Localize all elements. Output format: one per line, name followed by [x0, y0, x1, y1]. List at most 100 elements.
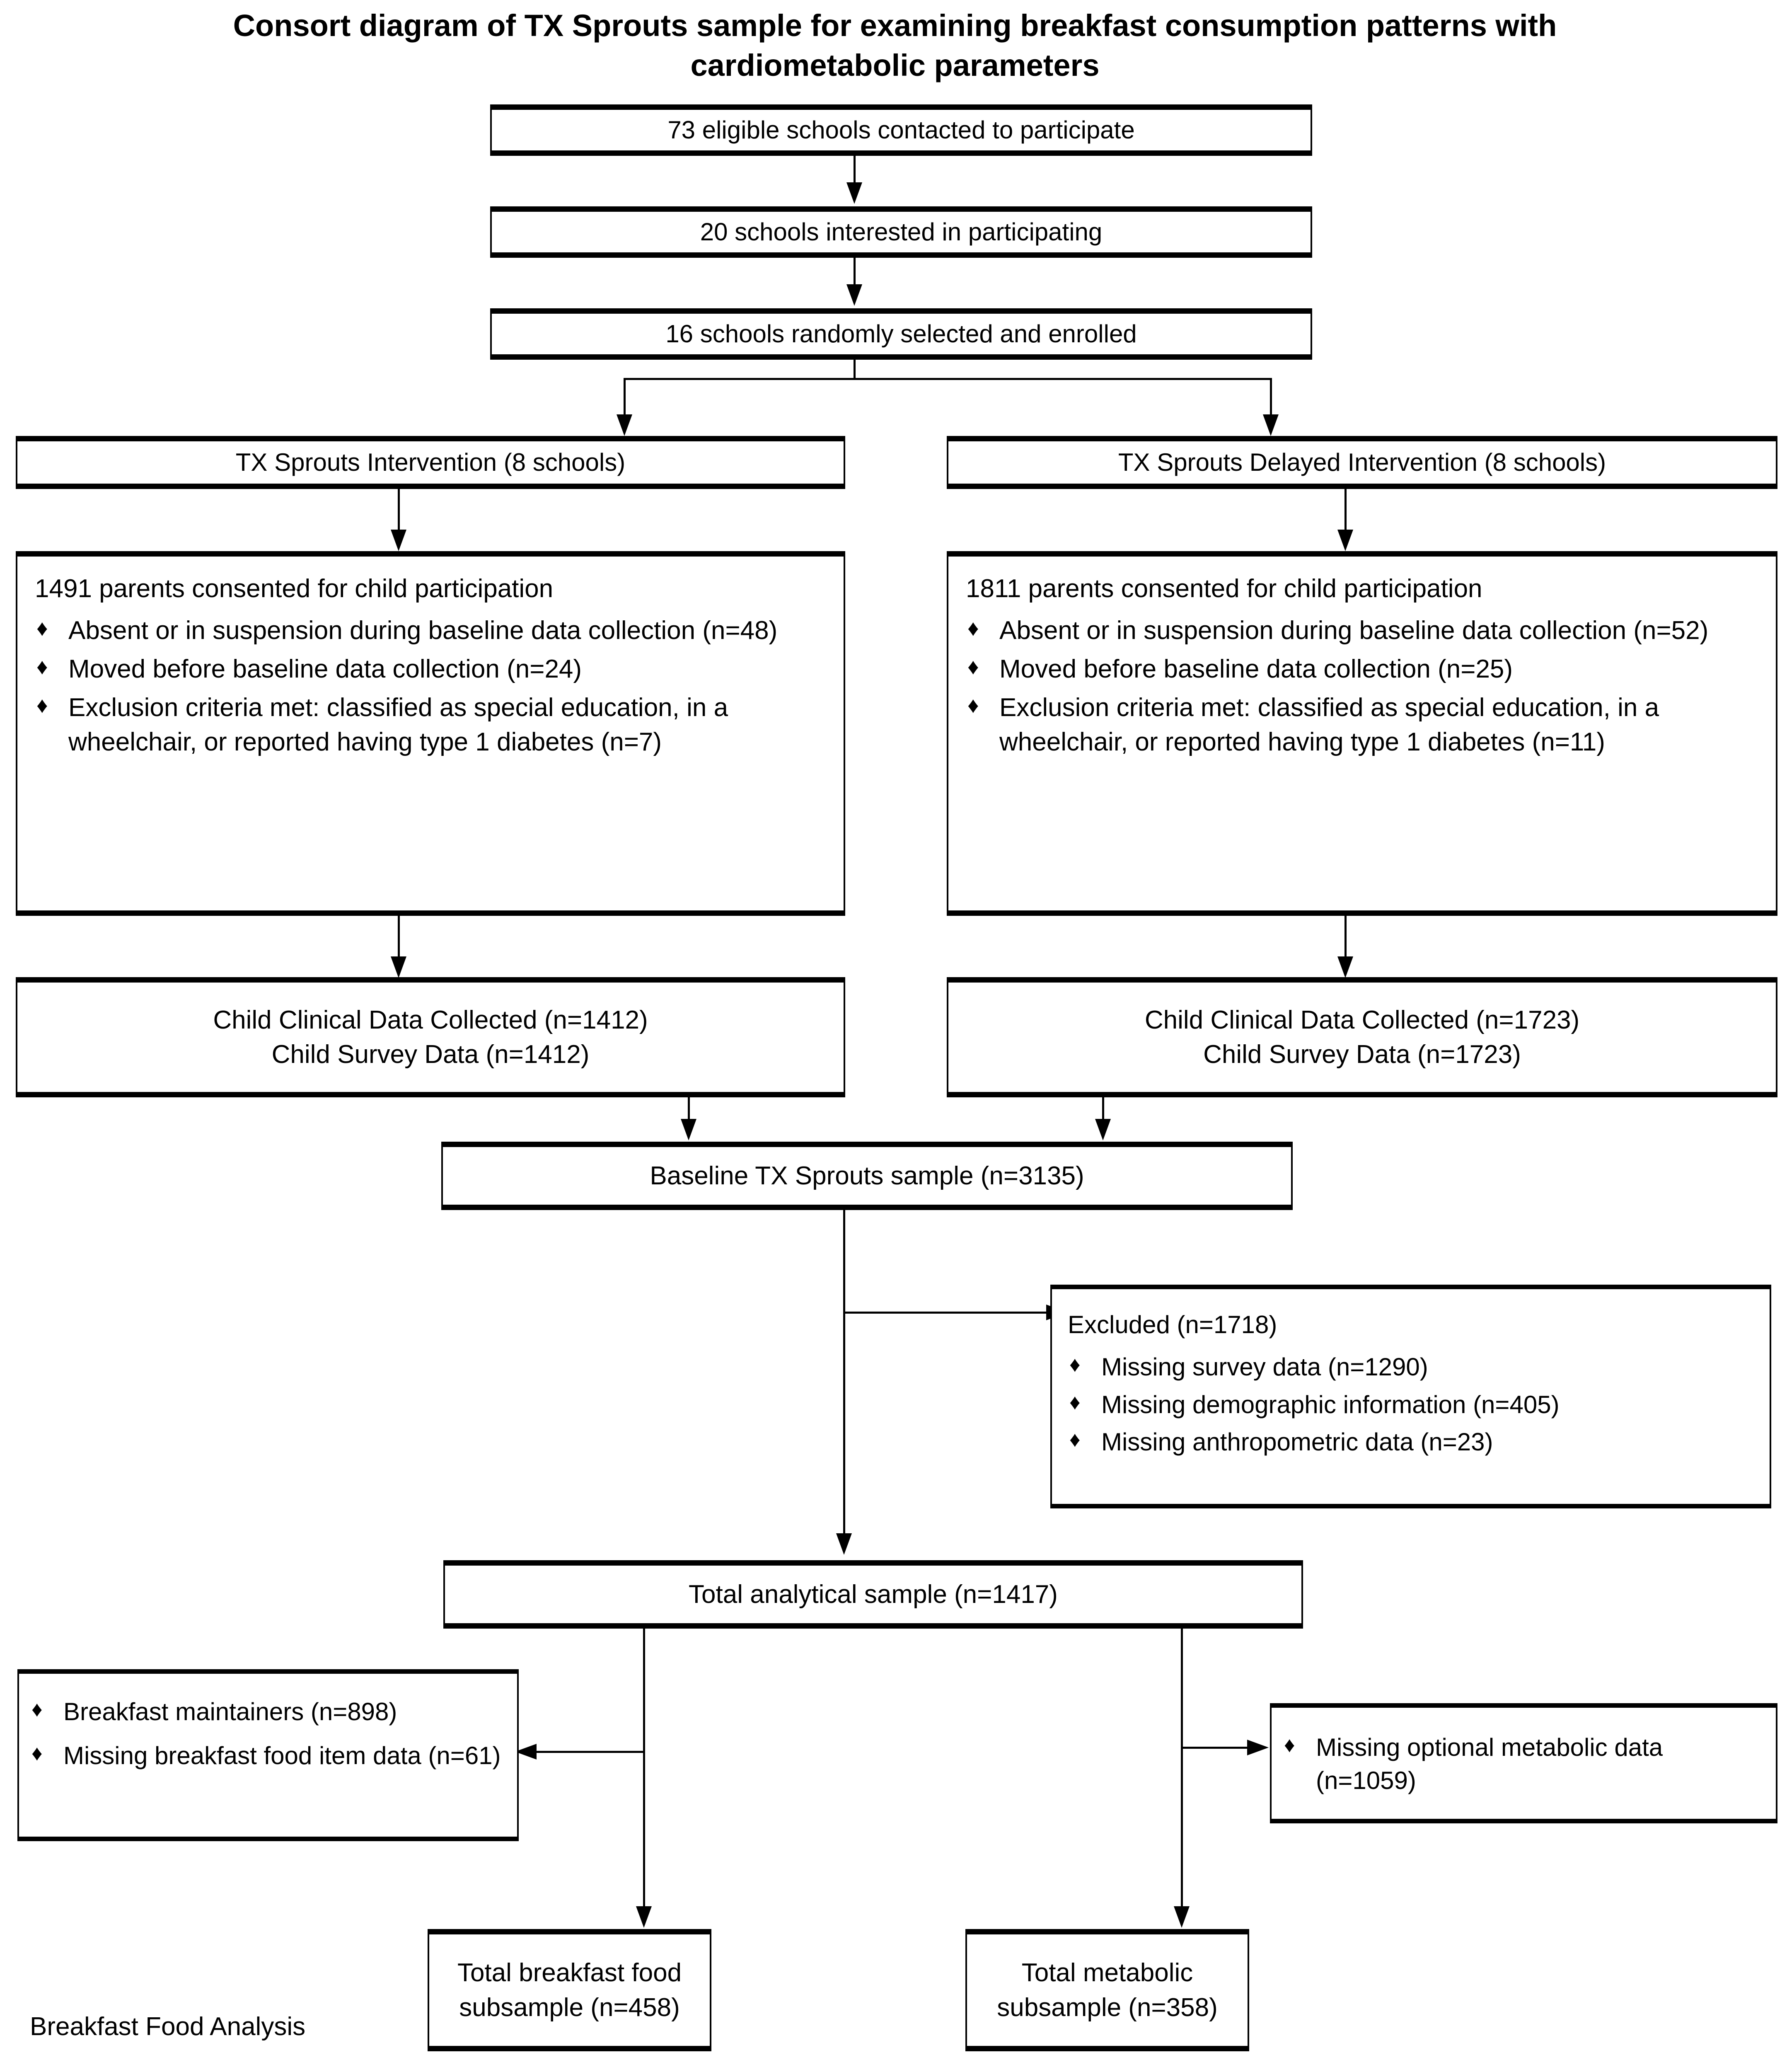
node-schools-interested: 20 schools interested in participating [490, 206, 1312, 258]
arrowhead-down-contacted [846, 182, 862, 204]
list-item-label: Missing optional metabolic data (n=1059) [1316, 1733, 1663, 1795]
node-schools-enrolled: 16 schools randomly selected and enrolle… [490, 308, 1312, 360]
breakfast-side-bullet-list: ♦ Breakfast maintainers (n=898) ♦ Missin… [24, 1695, 508, 1773]
list-item: ♦ Missing optional metabolic data (n=105… [1277, 1731, 1767, 1798]
node-metabolic-subsample-line-2: subsample (n=358) [997, 1993, 1218, 2022]
list-item: ♦ Moved before baseline data collection … [29, 652, 832, 686]
node-clinical-right: Child Clinical Data Collected (n=1723) C… [947, 977, 1777, 1097]
arrowhead-down-breakfast-subsample [636, 1906, 652, 1928]
node-clinical-right-line-2: Child Survey Data (n=1723) [1203, 1040, 1521, 1069]
connector-contacted-to-interested [854, 156, 856, 188]
node-excluded-heading: Excluded (n=1718) [1068, 1311, 1277, 1339]
connector-right-consent-to-clinical [1344, 916, 1347, 961]
node-consent-left-heading: 1491 parents consented for child partici… [35, 574, 554, 603]
connector-right-clinical-to-baseline [1102, 1097, 1104, 1122]
diamond-bullet-icon: ♦ [967, 654, 979, 680]
arrowhead-down-right-arm [1263, 414, 1279, 436]
node-breakfast-subsample-line-1: Total breakfast food [457, 1958, 682, 1987]
list-item-label: Breakfast maintainers (n=898) [63, 1698, 397, 1726]
diamond-bullet-icon: ♦ [36, 693, 48, 718]
node-schools-enrolled-label: 16 schools randomly selected and enrolle… [665, 320, 1137, 348]
node-total-analytical: Total analytical sample (n=1417) [443, 1560, 1303, 1629]
connector-enrolled-to-left-arm [624, 378, 626, 419]
diamond-bullet-icon: ♦ [31, 1697, 43, 1721]
node-metabolic-subsample: Total metabolic subsample (n=358) [965, 1929, 1249, 2051]
diamond-bullet-icon: ♦ [967, 616, 979, 641]
diamond-bullet-icon: ♦ [1069, 1353, 1081, 1377]
list-item: ♦ Exclusion criteria met: classified as … [960, 690, 1764, 759]
connector-enrolled-to-right-arm [1270, 378, 1272, 419]
diamond-bullet-icon: ♦ [36, 654, 48, 680]
node-clinical-left-line-2: Child Survey Data (n=1412) [271, 1040, 590, 1069]
diamond-bullet-icon: ♦ [31, 1741, 43, 1766]
diamond-bullet-icon: ♦ [36, 616, 48, 641]
list-item-label: Missing anthropometric data (n=23) [1101, 1428, 1493, 1456]
node-metabolic-subsample-line-1: Total metabolic [1021, 1958, 1193, 1987]
diagram-title-line-2: cardiometabolic parameters [690, 48, 1100, 83]
footer-caption-label: Breakfast Food Analysis [30, 2012, 306, 2041]
arrowhead-down-left-consent [391, 530, 406, 551]
arrowhead-down-metabolic-subsample [1174, 1906, 1190, 1928]
list-item-label: Absent or in suspension during baseline … [999, 616, 1709, 645]
connector-interested-to-enrolled [854, 258, 856, 290]
node-breakfast-side: ♦ Breakfast maintainers (n=898) ♦ Missin… [17, 1669, 519, 1841]
node-schools-contacted: 73 eligible schools contacted to partici… [490, 104, 1312, 156]
connector-left-consent-to-clinical [398, 916, 400, 961]
list-item-label: Exclusion criteria met: classified as sp… [68, 693, 728, 757]
consent-right-bullet-list: ♦ Absent or in suspension during baselin… [960, 613, 1764, 759]
connector-right-arm-to-consent [1344, 489, 1347, 535]
connector-baseline-to-total [843, 1210, 845, 1542]
footer-caption: Breakfast Food Analysis [30, 2012, 305, 2041]
list-item-label: Missing breakfast food item data (n=61) [63, 1742, 501, 1770]
arrowhead-down-baseline-right [1095, 1119, 1111, 1140]
connector-enrolled-stub [854, 360, 856, 379]
diamond-bullet-icon: ♦ [1069, 1390, 1081, 1414]
diagram-title-line-1: Consort diagram of TX Sprouts sample for… [233, 8, 1557, 43]
metabolic-side-bullet-list: ♦ Missing optional metabolic data (n=105… [1277, 1731, 1767, 1798]
arrowhead-down-left-arm [617, 414, 632, 436]
list-item: ♦ Breakfast maintainers (n=898) [24, 1695, 508, 1728]
connector-total-to-metabolic-sub [1181, 1629, 1183, 1915]
arrowhead-down-right-clinical [1337, 956, 1353, 978]
node-excluded: Excluded (n=1718) ♦ Missing survey data … [1050, 1285, 1771, 1508]
consent-left-bullet-list: ♦ Absent or in suspension during baselin… [29, 613, 832, 759]
node-schools-contacted-label: 73 eligible schools contacted to partici… [667, 116, 1135, 144]
node-breakfast-subsample-line-2: subsample (n=458) [459, 1993, 680, 2022]
connector-total-to-metabolic-side [1181, 1747, 1251, 1749]
list-item: ♦ Absent or in suspension during baselin… [960, 613, 1764, 648]
list-item-label: Missing demographic information (n=405) [1101, 1390, 1560, 1418]
list-item: ♦ Moved before baseline data collection … [960, 652, 1764, 686]
node-total-analytical-label: Total analytical sample (n=1417) [689, 1580, 1058, 1609]
node-breakfast-subsample: Total breakfast food subsample (n=458) [428, 1929, 711, 2051]
diagram-title: Consort diagram of TX Sprouts sample for… [199, 6, 1591, 85]
list-item: ♦ Missing breakfast food item data (n=61… [24, 1739, 508, 1772]
list-item-label: Exclusion criteria met: classified as sp… [999, 693, 1659, 757]
list-item: ♦ Missing survey data (n=1290) [1062, 1351, 1760, 1384]
list-item-label: Moved before baseline data collection (n… [68, 655, 582, 684]
node-consent-right-heading: 1811 parents consented for child partici… [966, 574, 1482, 603]
node-baseline-sample: Baseline TX Sprouts sample (n=3135) [441, 1142, 1293, 1210]
arrowhead-down-right-consent [1337, 530, 1353, 551]
list-item-label: Moved before baseline data collection (n… [999, 655, 1513, 684]
arrowhead-right-metabolic-side [1247, 1740, 1269, 1755]
excluded-bullet-list: ♦ Missing survey data (n=1290) ♦ Missing… [1062, 1351, 1760, 1459]
arrowhead-down-baseline-left [681, 1119, 696, 1140]
connector-enrolled-split [624, 378, 1272, 380]
node-schools-interested-label: 20 schools interested in participating [700, 218, 1103, 246]
arrowhead-down-left-clinical [391, 956, 406, 978]
node-arm-right-header-label: TX Sprouts Delayed Intervention (8 schoo… [1118, 448, 1606, 476]
connector-left-clinical-to-baseline [688, 1097, 690, 1122]
node-clinical-left-line-1: Child Clinical Data Collected (n=1412) [213, 1005, 648, 1034]
node-consent-left: 1491 parents consented for child partici… [16, 551, 845, 916]
node-clinical-left: Child Clinical Data Collected (n=1412) C… [16, 977, 845, 1097]
connector-baseline-to-excluded [843, 1312, 1054, 1314]
node-baseline-sample-label: Baseline TX Sprouts sample (n=3135) [650, 1161, 1084, 1190]
arrowhead-down-interested [846, 284, 862, 306]
list-item: ♦ Missing demographic information (n=405… [1062, 1388, 1760, 1421]
node-metabolic-side: ♦ Missing optional metabolic data (n=105… [1270, 1703, 1777, 1823]
list-item-label: Missing survey data (n=1290) [1101, 1353, 1428, 1381]
node-consent-right: 1811 parents consented for child partici… [947, 551, 1777, 916]
node-arm-left-header-label: TX Sprouts Intervention (8 schools) [235, 448, 626, 476]
connector-total-to-breakfast-side [537, 1751, 644, 1753]
